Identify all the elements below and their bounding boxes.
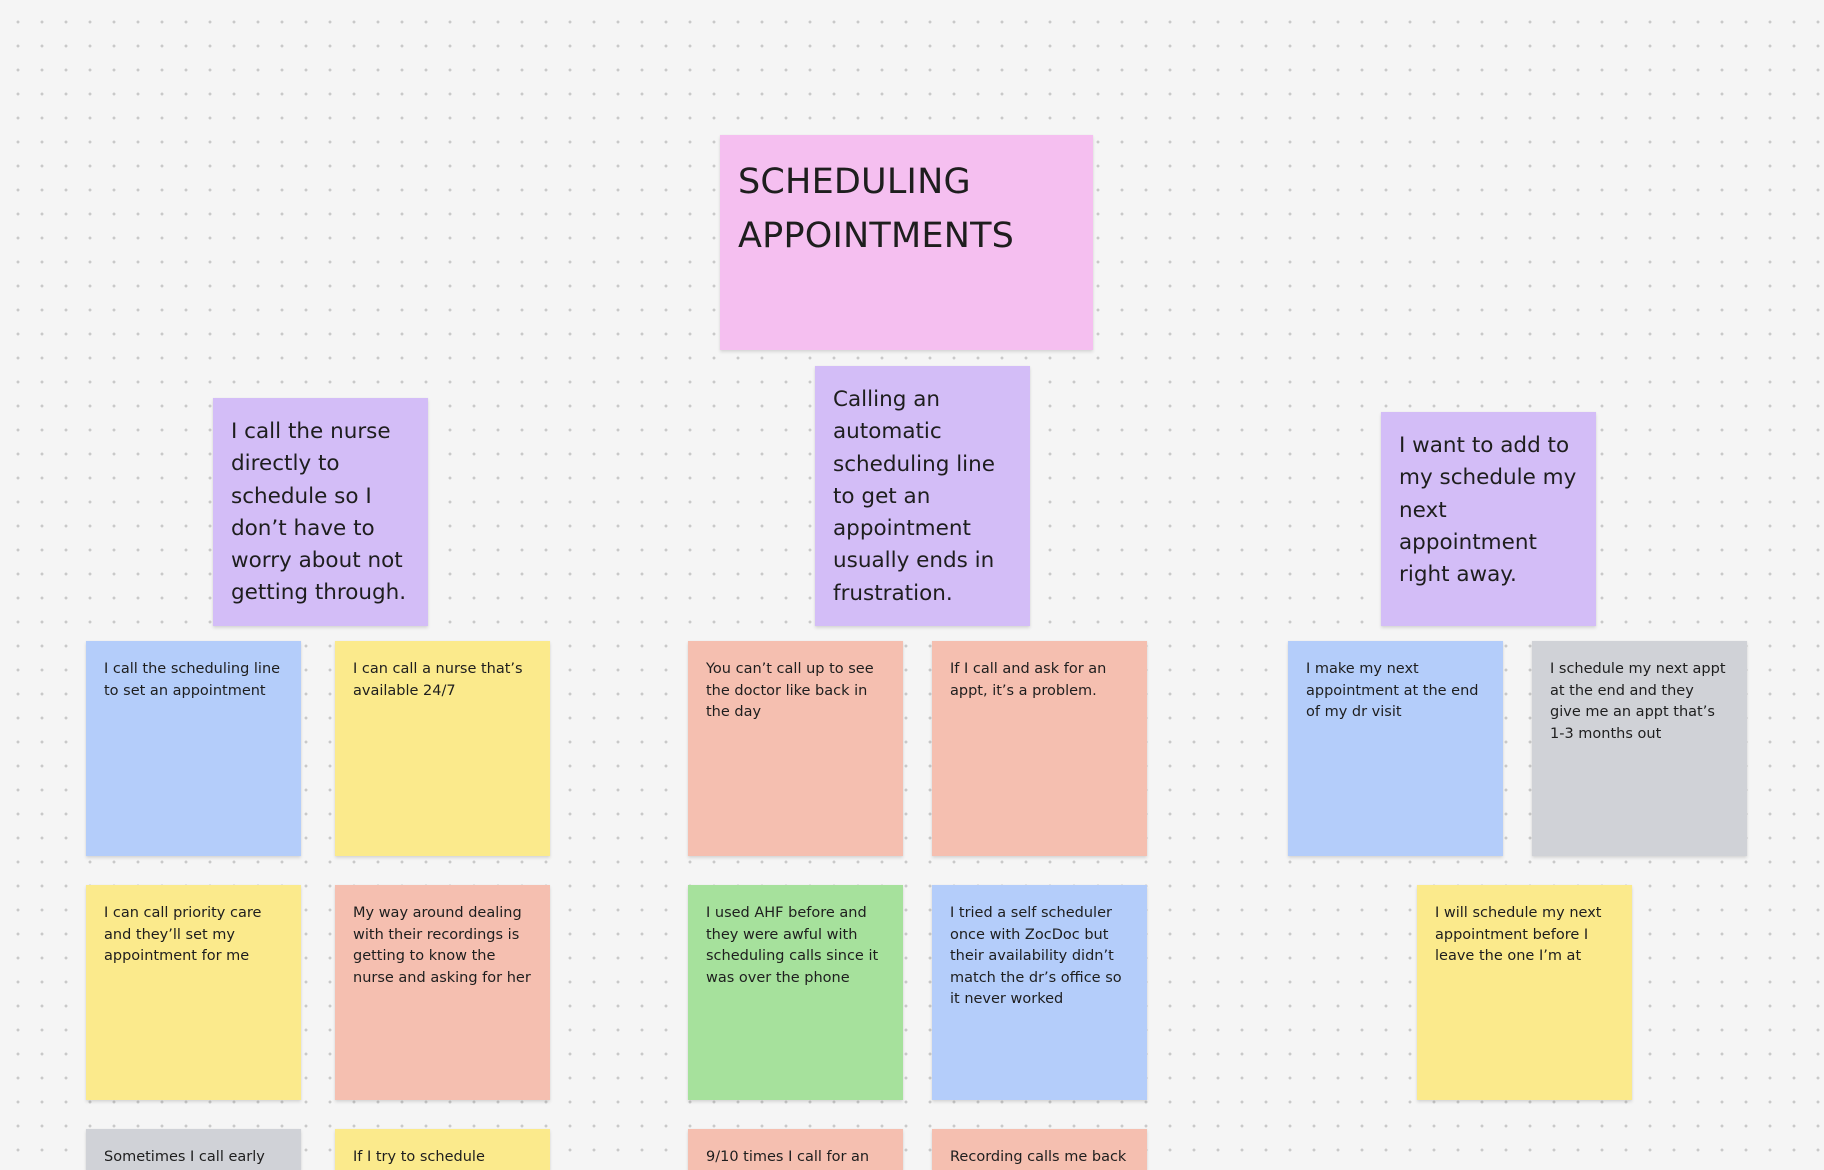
theme-text: I want to add to my schedule my next app… bbox=[1399, 433, 1584, 588]
note-text: I used AHF before and they were awful wi… bbox=[706, 905, 883, 986]
sticky-note[interactable]: I make my next appointment at the end of… bbox=[1288, 641, 1503, 856]
theme-text: Calling an automatic scheduling line to … bbox=[833, 387, 1002, 606]
sticky-note[interactable]: 9/10 times I call for an bbox=[688, 1129, 903, 1170]
note-text: You can’t call up to see the doctor like… bbox=[706, 661, 879, 720]
sticky-note[interactable]: If I call and ask for an appt, it’s a pr… bbox=[932, 641, 1147, 856]
note-text: Sometimes I call early to bbox=[104, 1149, 265, 1165]
sticky-note[interactable]: I will schedule my next appointment befo… bbox=[1417, 885, 1632, 1100]
sticky-note[interactable]: Recording calls me back bbox=[932, 1129, 1147, 1170]
sticky-note[interactable]: I can call a nurse that’s available 24/7 bbox=[335, 641, 550, 856]
theme-text: I call the nurse directly to schedule so… bbox=[231, 419, 410, 606]
note-text: I can call a nurse that’s available 24/7 bbox=[353, 661, 528, 699]
header-sticky-note[interactable]: SCHEDULING APPOINTMENTS bbox=[720, 135, 1093, 350]
sticky-note[interactable]: I call the scheduling line to set an app… bbox=[86, 641, 301, 856]
sticky-note[interactable]: I tried a self scheduler once with ZocDo… bbox=[932, 885, 1147, 1100]
note-text: 9/10 times I call for an bbox=[706, 1149, 870, 1165]
sticky-note[interactable]: I can call priority care and they’ll set… bbox=[86, 885, 301, 1100]
sticky-note[interactable]: My way around dealing with their recordi… bbox=[335, 885, 550, 1100]
note-text: I schedule my next appt at the end and t… bbox=[1550, 661, 1731, 742]
sticky-note[interactable]: Sometimes I call early to bbox=[86, 1129, 301, 1170]
sticky-note[interactable]: If I try to schedule myself, I bbox=[335, 1129, 550, 1170]
note-text: I make my next appointment at the end of… bbox=[1306, 661, 1484, 720]
theme-sticky-next-appointment[interactable]: I want to add to my schedule my next app… bbox=[1381, 412, 1596, 626]
note-text: My way around dealing with their recordi… bbox=[353, 905, 531, 986]
theme-sticky-automatic-line[interactable]: Calling an automatic scheduling line to … bbox=[815, 366, 1030, 626]
sticky-note[interactable]: I used AHF before and they were awful wi… bbox=[688, 885, 903, 1100]
header-text: SCHEDULING APPOINTMENTS bbox=[738, 162, 1015, 256]
sticky-note[interactable]: You can’t call up to see the doctor like… bbox=[688, 641, 903, 856]
note-text: I tried a self scheduler once with ZocDo… bbox=[950, 905, 1127, 1007]
note-text: I call the scheduling line to set an app… bbox=[104, 661, 285, 699]
note-text: I can call priority care and they’ll set… bbox=[104, 905, 267, 964]
sticky-note[interactable]: I schedule my next appt at the end and t… bbox=[1532, 641, 1747, 856]
note-text: If I call and ask for an appt, it’s a pr… bbox=[950, 661, 1111, 699]
note-text: I will schedule my next appointment befo… bbox=[1435, 905, 1607, 964]
note-text: If I try to schedule myself, I bbox=[353, 1149, 485, 1165]
note-text: Recording calls me back bbox=[950, 1149, 1127, 1165]
theme-sticky-nurse-direct[interactable]: I call the nurse directly to schedule so… bbox=[213, 398, 428, 626]
